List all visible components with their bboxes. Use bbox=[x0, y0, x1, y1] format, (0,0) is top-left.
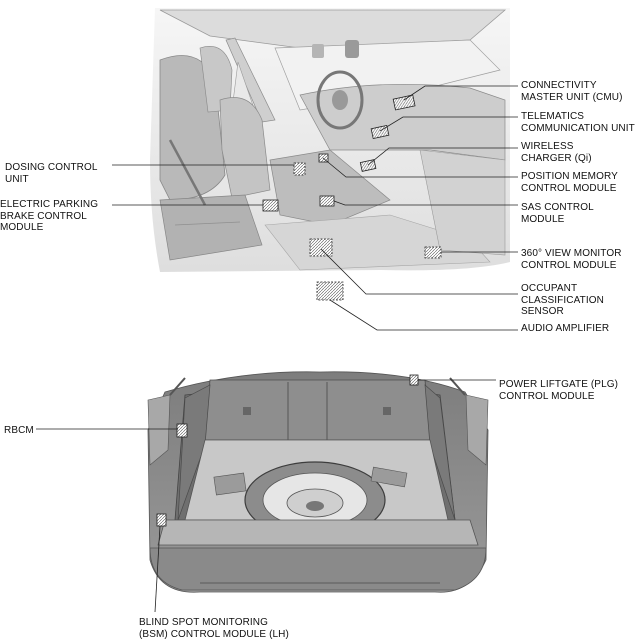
rbcm-module-icon bbox=[176, 423, 188, 438]
cmu-module-icon bbox=[392, 94, 416, 111]
wireless-charger-icon bbox=[359, 159, 377, 172]
epb-module-icon bbox=[262, 199, 279, 212]
module-icons-interior bbox=[262, 94, 442, 301]
label-plg: POWER LIFTGATE (PLG) CONTROL MODULE bbox=[499, 379, 619, 402]
label-occupant-sensor: OCCUPANT CLASSIFICATION SENSOR bbox=[521, 283, 604, 317]
label-sas: SAS CONTROL MODULE bbox=[521, 202, 594, 225]
bsm-lh-module-icon bbox=[156, 513, 167, 527]
label-epb: ELECTRIC PARKING BRAKE CONTROL MODULE bbox=[0, 199, 99, 233]
sas-module-icon bbox=[319, 195, 335, 207]
bsm-lh-leader bbox=[154, 525, 161, 613]
label-rbcm: RBCM bbox=[4, 425, 34, 436]
dosing-control-icon bbox=[293, 162, 306, 176]
cargo-illustration bbox=[147, 371, 489, 593]
occupant-sensor-icon bbox=[309, 238, 333, 257]
sas-leader bbox=[333, 200, 518, 206]
label-wireless-charger: WIRELESS CHARGER (Qi) bbox=[521, 141, 592, 164]
audio-amp-icon bbox=[316, 281, 344, 301]
label-bsm-lh: BLIND SPOT MONITORING (BSM) CONTROL MODU… bbox=[139, 617, 289, 640]
occupant-leader bbox=[320, 248, 518, 295]
label-360-view: 360° VIEW MONITOR CONTROL MODULE bbox=[521, 248, 622, 271]
label-position-memory: POSITION MEMORY CONTROL MODULE bbox=[521, 171, 618, 194]
telematics-leader bbox=[379, 116, 518, 132]
audio-amp-leader bbox=[329, 299, 518, 331]
plg-module-icon bbox=[409, 374, 419, 386]
interior-illustration bbox=[150, 8, 510, 272]
view360-module-icon bbox=[424, 246, 442, 259]
label-cmu: CONNECTIVITY MASTER UNIT (CMU) bbox=[521, 80, 623, 103]
leader-lines-interior bbox=[112, 85, 518, 331]
label-dosing-control: DOSING CONTROL UNIT bbox=[5, 162, 98, 185]
cmu-leader bbox=[403, 85, 518, 101]
wireless-leader bbox=[367, 147, 518, 166]
leader-lines-cargo bbox=[36, 379, 496, 613]
position-memory-leader bbox=[322, 157, 518, 178]
label-audio-amplifier: AUDIO AMPLIFIER bbox=[521, 323, 610, 334]
label-telematics: TELEMATICS COMMUNICATION UNIT bbox=[521, 111, 635, 134]
module-icons-cargo bbox=[156, 374, 419, 527]
